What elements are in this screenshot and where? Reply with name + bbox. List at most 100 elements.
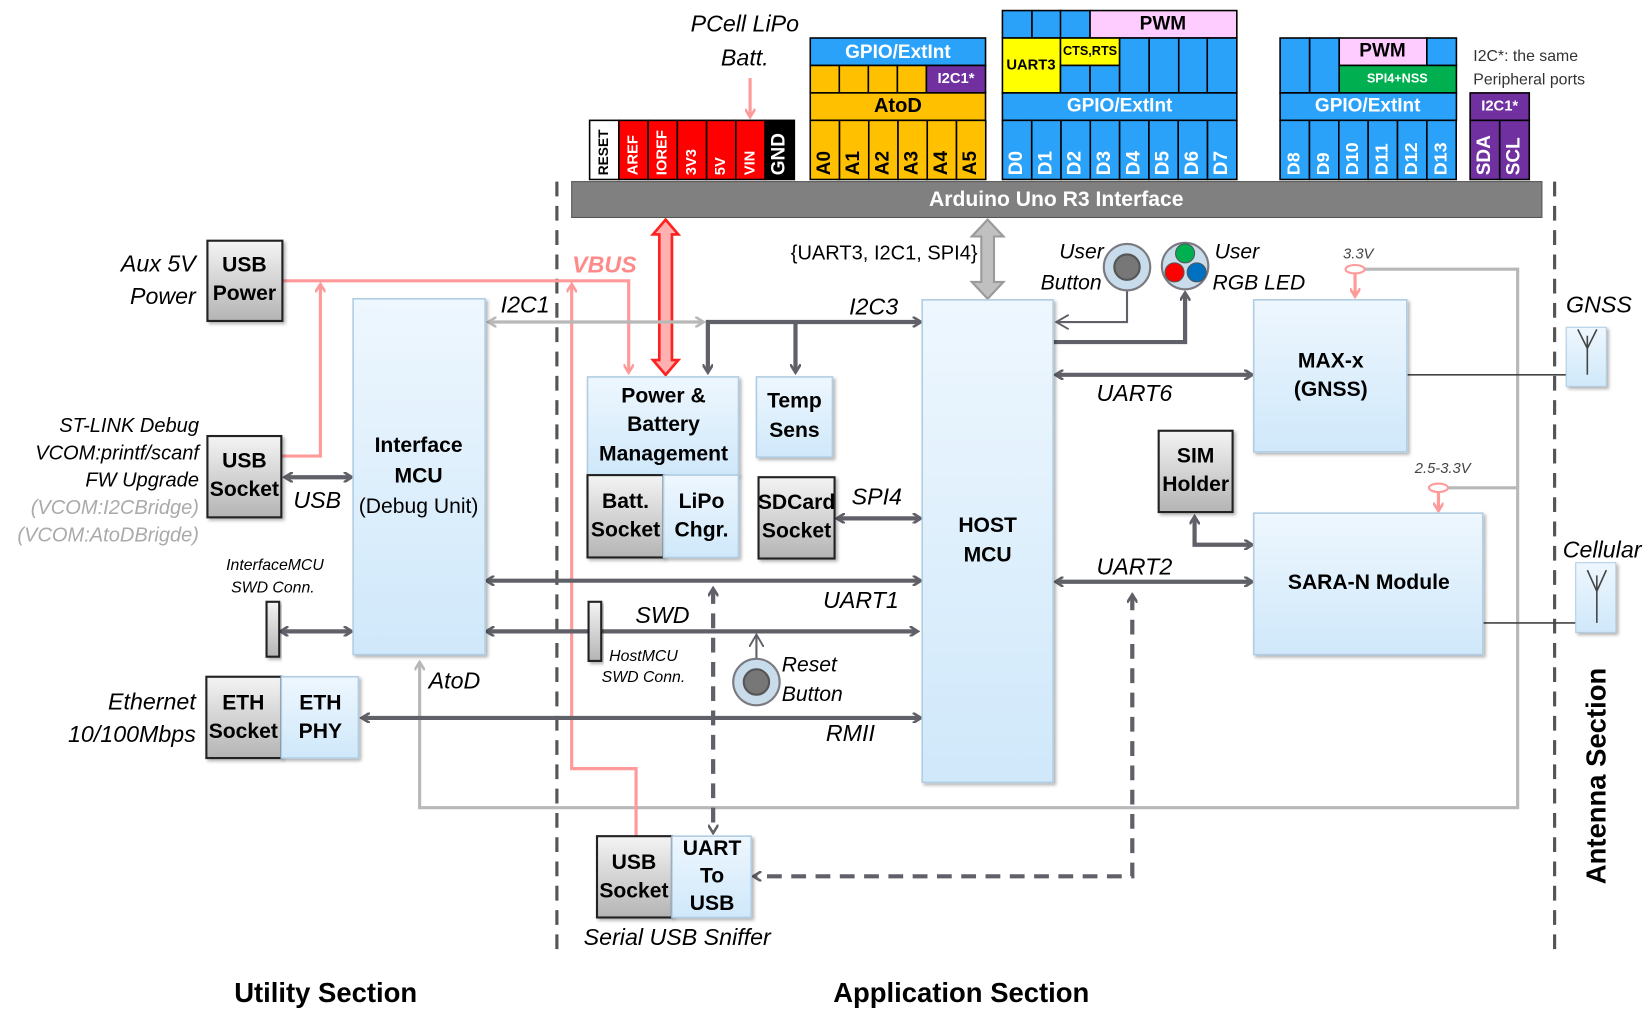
svg-text:InterfaceMCU(Debug Unit): InterfaceMCU(Debug Unit)	[359, 434, 479, 518]
battery-socket-block[interactable]: Batt.Socket	[586, 474, 665, 559]
digital-cell	[1177, 37, 1210, 94]
digital-cell	[1426, 37, 1458, 67]
svg-text:Batt.Socket: Batt.Socket	[591, 490, 660, 542]
digital-cell	[1001, 9, 1033, 39]
i2c-header-label: I2C1*	[1481, 99, 1518, 115]
supply-tap-33	[1344, 263, 1366, 275]
pin-label-d5: D5	[1153, 151, 1174, 176]
analog-cell	[809, 64, 841, 94]
swd-label: SWD	[635, 602, 689, 628]
antenna-section-title: Antenna Section	[1580, 668, 1611, 884]
header-pin-d9	[1308, 119, 1340, 181]
analog-i2c-cell	[925, 64, 987, 94]
analog-cell	[867, 64, 899, 94]
cellular-antenna-icon	[1575, 562, 1617, 633]
pin-label-5v: 5V	[713, 157, 729, 175]
atod-label: AtoD	[427, 667, 481, 693]
pin-label-a2: A2	[872, 151, 893, 175]
header-pin-a2	[867, 119, 899, 181]
spi-cell	[1338, 64, 1458, 94]
digital-cell	[1089, 64, 1121, 94]
pin-label-a0: A0	[814, 151, 835, 175]
pin-label-d13: D13	[1430, 142, 1450, 175]
aux-power-line	[282, 279, 628, 372]
header-pin-aref	[618, 119, 649, 181]
sniffer-uart2-link	[754, 595, 1132, 876]
gnss-module-block: MAX-x(GNSS)	[1252, 299, 1408, 453]
reset-button[interactable]	[732, 657, 781, 707]
pin-label-d2: D2	[1065, 151, 1086, 175]
arduino-bus-label: Arduino Uno R3 Interface	[929, 188, 1184, 211]
analog-cell	[896, 64, 928, 94]
pin-label-d8: D8	[1284, 152, 1304, 175]
pin-label-d1: D1	[1035, 151, 1056, 176]
pin-label-sda: SDA	[1474, 135, 1495, 175]
pin-label-aref: AREF	[625, 135, 641, 175]
interface-swd-connector[interactable]	[265, 600, 281, 658]
pin-label-3v3: 3V3	[684, 149, 700, 175]
digital-cell	[1031, 9, 1063, 39]
pwm-cell-low	[1089, 9, 1238, 39]
cts-rts-label: CTS,RTS	[1063, 44, 1117, 58]
header-pin-d10	[1338, 119, 1369, 181]
svg-text:MAX-x(GNSS): MAX-x(GNSS)	[1294, 349, 1368, 401]
i2c1-label: I2C1	[501, 292, 550, 318]
pin-label-gnd: GND	[769, 133, 790, 175]
pin-label-d11: D11	[1372, 143, 1392, 175]
header-pin-d12	[1396, 119, 1428, 181]
digital-gpio-row-low	[1001, 92, 1238, 122]
analog-atod-row	[809, 92, 987, 122]
pin-label-a5: A5	[960, 151, 981, 176]
header-pin-a0	[809, 119, 841, 181]
svg-text:SARA-N Module: SARA-N Module	[1288, 571, 1450, 594]
digital-cell	[1206, 37, 1238, 94]
uart2-label: UART2	[1097, 553, 1173, 579]
host-swd-connector[interactable]	[587, 600, 603, 662]
uart6-label: UART6	[1097, 380, 1173, 406]
header-pin-d7	[1206, 119, 1238, 181]
user-button[interactable]	[1102, 242, 1152, 292]
sara-module-block: SARA-N Module	[1252, 512, 1484, 656]
pwm-cell-high	[1338, 37, 1428, 67]
atod-loop-line	[420, 267, 1520, 810]
utility-section-title: Utility Section	[234, 977, 417, 1008]
rmii-label: RMII	[826, 720, 876, 746]
sim-link	[1195, 517, 1252, 544]
pin-label-scl: SCL	[1503, 137, 1524, 175]
arduino-host-bus-arrow	[969, 218, 1006, 301]
header-pin-5v	[705, 119, 737, 181]
pwm-label-low: PWM	[1140, 13, 1186, 34]
pin-label-d12: D12	[1401, 142, 1421, 175]
header-pin-d3	[1089, 119, 1121, 181]
header-pin-ioref	[647, 119, 679, 181]
arduino-bus-bar	[571, 181, 1543, 219]
analog-atod-label: AtoD	[874, 95, 922, 117]
i2c3-bus	[708, 322, 920, 372]
v2533-label: 2.5-3.3V	[1414, 461, 1472, 477]
rgb-led-link	[1053, 294, 1185, 345]
pin-label-d3: D3	[1094, 151, 1115, 175]
pin-label-vin: VIN	[742, 151, 758, 176]
